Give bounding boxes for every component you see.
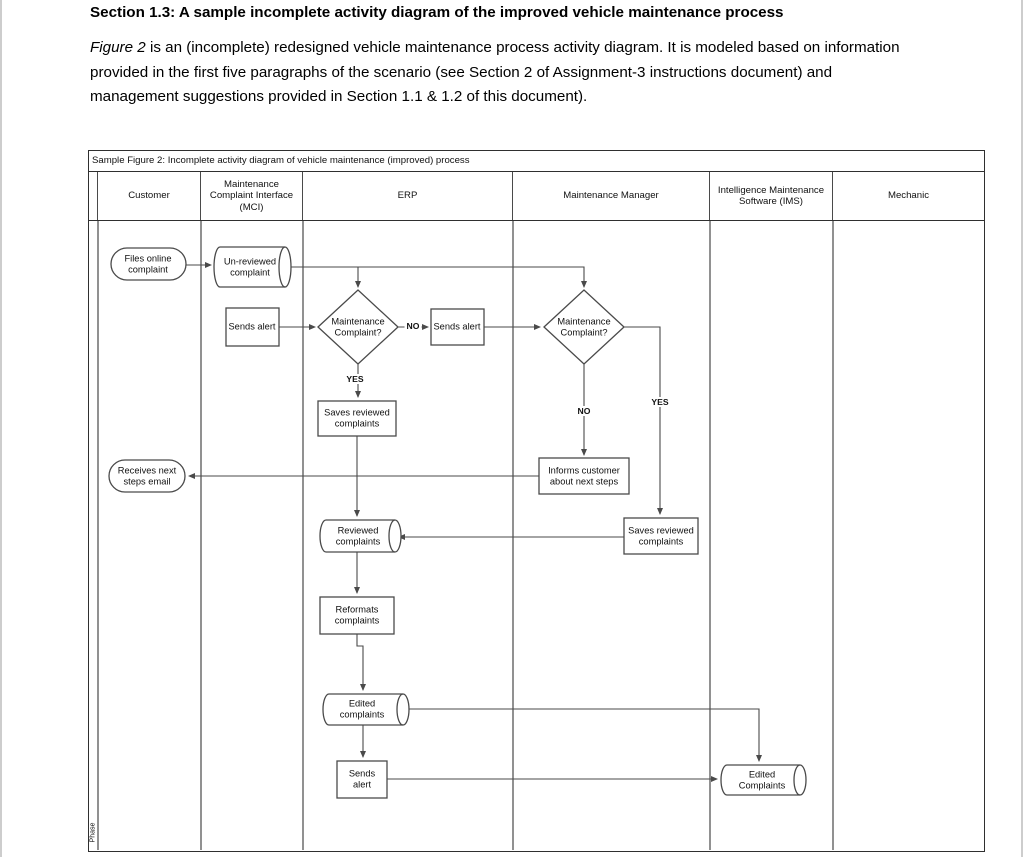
intro-paragraph: Figure 2 is an (incomplete) redesigned v…	[90, 36, 908, 110]
branch-label-no-mgr: NO	[575, 406, 593, 416]
edge-unreviewed-to-manager-decision	[291, 266, 587, 288]
intro-text: is an (incomplete) redesigned vehicle ma…	[90, 39, 900, 105]
node-files-online-complaint-label: Files online complaint	[124, 253, 172, 274]
node-files-online-complaint	[110, 247, 187, 281]
node-receives-next-steps	[108, 459, 186, 493]
lane-header-maintenance-manager: Maintenance Manager	[513, 172, 710, 220]
node-saves-reviewed-mgr	[623, 517, 699, 555]
node-sends-alert-bottom-label: Sends alert	[348, 768, 376, 789]
page-left-edge	[0, 0, 2, 857]
node-sends-alert-erp-label: Sends alert	[433, 321, 481, 332]
branch-label-no-erp: NO	[404, 321, 422, 331]
swimlane-header-row: Customer Maintenance Complaint Interface…	[89, 172, 984, 221]
figure-caption: Sample Figure 2: Incomplete activity dia…	[89, 151, 984, 172]
node-edited-complaints-erp-label: Edited complaints	[339, 698, 385, 719]
phase-band-label: Phase	[89, 822, 97, 843]
node-saves-reviewed-erp-label: Saves reviewed complaints	[324, 407, 390, 428]
branch-label-yes-mgr: YES	[649, 397, 671, 407]
lane-header-mci: Maintenance Complaint Interface (MCI)	[201, 172, 303, 220]
node-informs-customer	[538, 457, 630, 495]
lane-header-erp: ERP	[303, 172, 513, 220]
edge-editederp-to-editedims-top	[409, 708, 762, 762]
node-edited-complaints-erp-capline	[396, 693, 404, 726]
node-reviewed-complaints-capline	[388, 519, 396, 553]
branch-label-yes-erp: YES	[344, 374, 366, 384]
node-reviewed-complaints-label: Reviewed complaints	[335, 525, 381, 546]
node-edited-complaints-ims-capline	[793, 764, 801, 796]
node-maintenance-complaint-decision-erp	[317, 289, 399, 365]
edge-manager-decision-yes-to-saves	[624, 326, 663, 515]
node-sends-alert-erp-bottom	[336, 760, 388, 799]
diagram-canvas	[97, 221, 834, 850]
node-unreviewed-complaint-capline	[278, 246, 286, 288]
section-heading: Section 1.3: A sample incomplete activit…	[90, 4, 784, 21]
node-decision-erp-label: Maintenance Complaint?	[331, 316, 385, 337]
lane-header-customer: Customer	[98, 172, 201, 220]
node-maintenance-complaint-decision-mgr	[543, 289, 625, 365]
node-saves-reviewed-mgr-label: Saves reviewed complaints	[628, 525, 694, 546]
node-reformats-complaints	[319, 596, 395, 635]
figure-reference: Figure 2	[90, 39, 146, 56]
node-decision-mgr-label: Maintenance Complaint?	[557, 316, 611, 337]
phase-strip-header	[89, 172, 98, 220]
diagram-body: Files online complaint Un-reviewed compl…	[89, 221, 984, 850]
lane-divider-lines	[97, 221, 834, 850]
node-sends-alert-erp	[430, 308, 485, 346]
lane-header-mechanic: Mechanic	[887, 190, 930, 202]
node-edited-complaints-ims-label: Edited Complaints	[738, 769, 786, 790]
node-sends-alert-mci-label: Sends alert	[228, 321, 276, 332]
lane-header-ims: Intelligence Maintenance Software (IMS)	[710, 172, 833, 220]
nodes	[108, 246, 807, 799]
node-unreviewed-complaint-label: Un-reviewed complaint	[223, 256, 277, 277]
node-sends-alert-mci	[225, 307, 280, 347]
node-informs-customer-label: Informs customer about next steps	[548, 465, 620, 486]
node-receives-next-steps-label: Receives next steps email	[117, 465, 177, 486]
node-reformats-complaints-label: Reformats complaints	[334, 604, 380, 625]
node-saves-reviewed-erp	[317, 400, 397, 437]
edge-reformats-to-edited	[356, 634, 366, 691]
page-right-edge	[1021, 0, 1023, 857]
activity-diagram-figure: Sample Figure 2: Incomplete activity dia…	[88, 150, 985, 852]
